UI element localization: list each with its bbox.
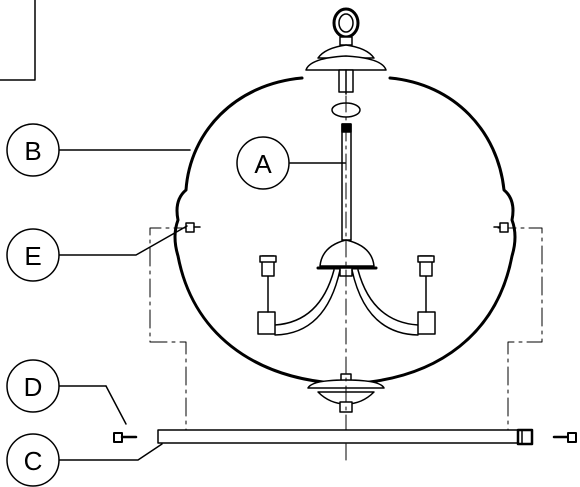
callout-c-label: C [24,446,43,476]
leader-e [55,225,188,256]
callout-a-label: A [254,149,272,179]
callout-d-label: D [24,372,43,402]
corner-box [0,0,36,81]
callout-d-circle [6,359,60,413]
side-screw-left [185,222,201,233]
leader-c [55,443,163,461]
assembly-lines [149,227,543,431]
callout-b-circle [6,123,60,177]
center-hub [316,239,378,277]
left-arm [257,255,341,336]
side-screw-right [493,222,509,233]
leader-d-arrow [105,385,127,425]
right-arm [351,255,436,336]
mounting-bar [157,428,534,446]
callout-e-circle [6,228,60,282]
callout-c-circle [6,433,60,487]
hanging-ring [332,7,360,46]
callout-b-label: B [24,136,41,166]
top-canopy [305,44,387,95]
bar-screw-right [552,432,577,443]
callout-a-circle [236,136,290,190]
bar-screw-left [113,432,138,443]
callout-e-label: E [24,241,41,271]
